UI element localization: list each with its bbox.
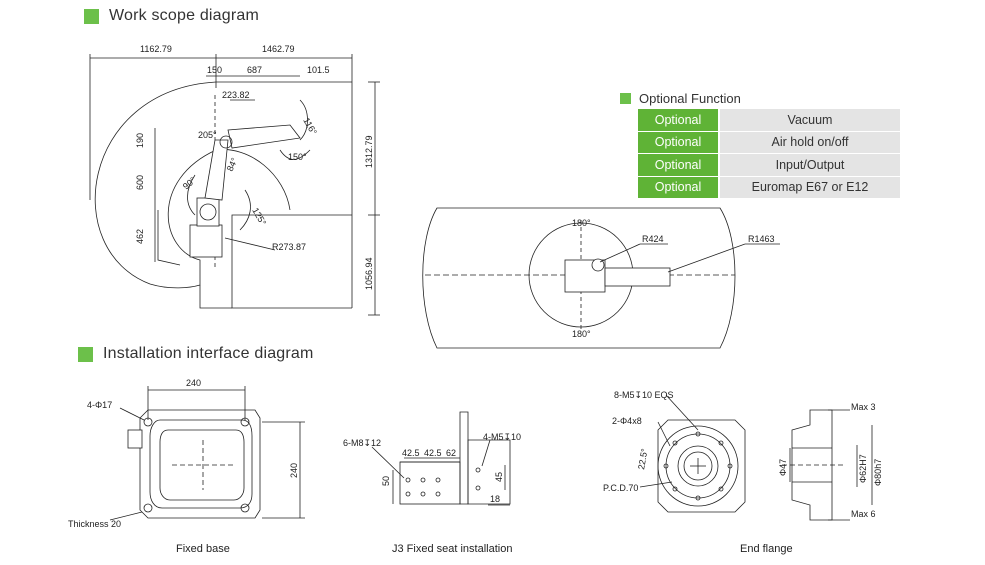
dim-42a: 42.5: [402, 448, 420, 458]
dim-462: 462: [135, 229, 145, 244]
dim-max3: Max 3: [851, 402, 876, 412]
work-scope-title: Work scope diagram: [109, 7, 260, 24]
optional-function-heading: Optional Function: [620, 91, 741, 106]
option-label: Optional: [638, 109, 720, 132]
fixed-base-drawing: [109, 386, 305, 521]
dim-47: Φ47: [778, 459, 788, 476]
angle-205: 205°: [198, 130, 217, 140]
dim-pin: 2-Φ4x8: [612, 416, 642, 426]
fixed-base-dimensions: 4-Φ17 240 240 Thickness 20: [68, 378, 299, 529]
option-value: Vacuum: [719, 109, 900, 132]
dim-50: 50: [381, 476, 391, 486]
angle-180-bottom: 180°: [572, 329, 591, 339]
dim-62h7: Φ62H7: [858, 454, 868, 483]
dim-hole-17: 4-Φ17: [87, 400, 112, 410]
fixed-base-caption: Fixed base: [176, 543, 230, 555]
dim-max6: Max 6: [851, 509, 876, 519]
dim-flange-m5: 8-M5↧10 EQS: [614, 390, 674, 400]
dim-62: 62: [446, 448, 456, 458]
radius-273: R273.87: [272, 242, 306, 252]
angle-84: 84°: [225, 156, 240, 173]
option-label: Optional: [638, 176, 720, 199]
end-flange-dimensions: 8-M5↧10 EQS 2-Φ4x8 22.5° P.C.D.70 Max 3 …: [603, 390, 883, 519]
end-flange-caption: End flange: [740, 543, 793, 555]
angle-180-top: 180°: [572, 218, 591, 228]
angle-90: 90°: [181, 175, 198, 192]
option-value: Air hold on/off: [719, 131, 900, 154]
dim-height-bottom: 1056.94: [364, 257, 374, 290]
optional-function-title: Optional Function: [639, 91, 741, 106]
dim-base-height: 240: [289, 463, 299, 478]
installation-title: Installation interface diagram: [103, 345, 314, 362]
dim-42b: 42.5: [424, 448, 442, 458]
option-label: Optional: [638, 131, 720, 154]
end-flange-drawing: [639, 394, 873, 521]
work-scope-dimensions: 1162.79 1462.79 150 687 101.5 223.82 190…: [135, 44, 374, 290]
dim-687: 687: [247, 65, 262, 75]
option-value: Euromap E67 or E12: [719, 176, 900, 199]
top-view-dimensions: 180° 180° R424 R1463: [572, 218, 775, 339]
green-square-icon: [84, 8, 99, 24]
dim-190: 190: [135, 133, 145, 148]
j3-seat-dimensions: 6-M8↧12 4-M5↧10 42.5 42.5 62 50 45 18: [343, 432, 521, 504]
installation-heading: Installation interface diagram: [78, 345, 314, 363]
dim-150: 150: [207, 65, 222, 75]
dim-18: 18: [490, 494, 500, 504]
dim-223: 223.82: [222, 90, 250, 100]
dim-45: 45: [494, 472, 504, 482]
dim-thickness: Thickness 20: [68, 519, 121, 529]
dim-600: 600: [135, 175, 145, 190]
radius-1463: R1463: [748, 234, 775, 244]
j3-seat-caption: J3 Fixed seat installation: [392, 543, 512, 555]
dim-right-reach: 1462.79: [262, 44, 295, 54]
dim-101: 101.5: [307, 65, 330, 75]
dim-m8: 6-M8↧12: [343, 438, 381, 448]
angle-125: 125°: [250, 206, 268, 227]
angle-116: 116°: [301, 116, 319, 137]
dim-height-top: 1312.79: [364, 135, 374, 168]
work-scope-side-view: [89, 54, 380, 316]
j3-seat-drawing: [371, 411, 511, 506]
work-scope-top-view: [422, 207, 780, 349]
dim-angle-22: 22.5°: [636, 447, 650, 470]
work-scope-heading: Work scope diagram: [84, 7, 259, 25]
option-label: Optional: [638, 153, 720, 177]
dim-pcd: P.C.D.70: [603, 483, 638, 493]
dim-left-reach: 1162.79: [140, 44, 172, 54]
dim-m5: 4-M5↧10: [483, 432, 521, 442]
green-square-icon: [620, 93, 631, 104]
dim-80h7: Φ80h7: [873, 459, 883, 486]
angle-150: 150°: [288, 152, 307, 162]
green-square-icon: [78, 346, 93, 362]
radius-424: R424: [642, 234, 664, 244]
option-value: Input/Output: [719, 153, 900, 177]
dim-base-width: 240: [186, 378, 201, 388]
